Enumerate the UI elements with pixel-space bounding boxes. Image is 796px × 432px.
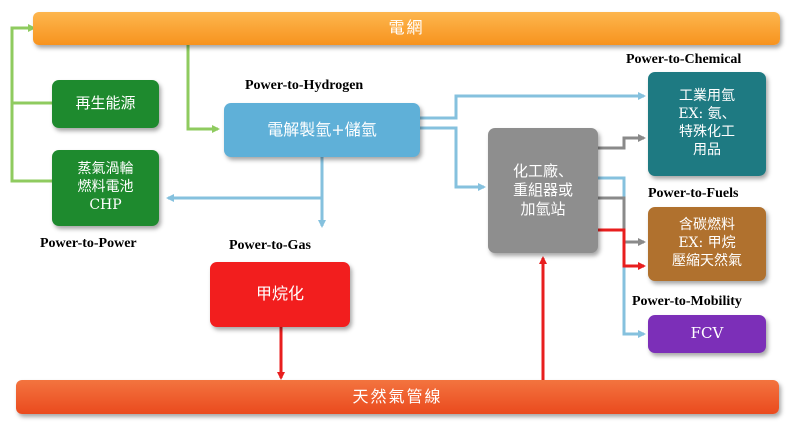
- power-to-chemical-label: Power-to-Chemical: [626, 52, 742, 67]
- carbon-fuels-node: 含碳燃料 EX: 甲烷 壓縮天然氣: [648, 207, 766, 281]
- industrial-hydrogen-node: 工業用氫 EX: 氨、 特殊化工 用品: [648, 72, 766, 176]
- chemplant-to-fuels-red-arrow: [598, 228, 646, 270]
- chemplant-to-fuels-arrow: [598, 196, 646, 246]
- power-grid-label: 電網: [388, 18, 425, 38]
- methanation-node: 甲烷化: [210, 262, 350, 327]
- chemical-plant-node: 化工廠、 重組器或 加氫站: [488, 128, 598, 253]
- chp-to-grid-line: [10, 103, 52, 183]
- power-to-gas-label: Power-to-Gas: [229, 238, 311, 253]
- carbon-fuels-label: 含碳燃料 EX: 甲烷 壓縮天然氣: [672, 217, 742, 269]
- gas-pipeline-label: 天然氣管線: [352, 386, 443, 406]
- chemplant-to-fcv-arrow: [598, 176, 646, 338]
- power-grid-bar: 電網: [33, 12, 780, 45]
- power-to-power-label: Power-to-Power: [40, 236, 137, 251]
- fcv-node: FCV: [648, 315, 766, 353]
- electrolysis-to-chemplant-arrow: [420, 126, 486, 191]
- renewable-energy-node: 再生能源: [52, 80, 159, 128]
- gas-pipeline-bar: 天然氣管線: [16, 380, 779, 414]
- chp-node: 蒸氣渦輪 燃料電池 CHP: [52, 150, 159, 226]
- fcv-label: FCV: [690, 324, 724, 343]
- chemical-plant-label: 化工廠、 重組器或 加氫站: [512, 161, 573, 219]
- grid-to-electrolysis-arrow: [186, 44, 220, 133]
- electrolysis-to-industrial-arrow: [420, 92, 646, 120]
- industrial-hydrogen-label: 工業用氫 EX: 氨、 特殊化工 用品: [678, 88, 736, 158]
- power-to-mobility-label: Power-to-Mobility: [632, 294, 742, 309]
- renewable-energy-label: 再生能源: [75, 94, 136, 113]
- methanation-label: 甲烷化: [255, 284, 304, 304]
- power-to-fuels-label: Power-to-Fuels: [648, 186, 739, 201]
- electrolysis-storage-node: 電解製氫+儲氫: [224, 103, 420, 157]
- chemplant-to-industrial-arrow: [598, 134, 646, 150]
- renewable-to-grid-line: [10, 24, 52, 105]
- chp-label: 蒸氣渦輪 燃料電池 CHP: [77, 161, 134, 213]
- power-to-hydrogen-label: Power-to-Hydrogen: [245, 78, 364, 93]
- electrolysis-storage-label: 電解製氫+儲氫: [267, 119, 377, 139]
- electrolysis-to-chp-arrow: [166, 157, 324, 202]
